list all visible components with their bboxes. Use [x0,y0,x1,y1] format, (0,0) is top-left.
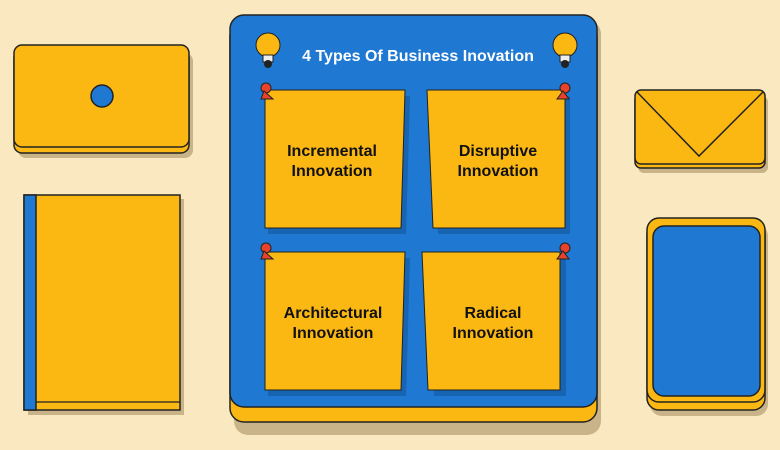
lightbulb-icon [255,32,281,68]
book-icon [23,194,184,415]
tablet-icon [13,44,193,158]
note-subtitle: Innovation [293,325,374,342]
note-disruptive: Disruptive Innovation [426,89,570,234]
board-title: 4 Types Of Business Inovation [302,48,534,65]
note-radical: Radical Innovation [421,251,566,396]
lightbulb-icon [552,32,578,68]
note-subtitle: Innovation [292,163,373,180]
note-architectural: Architectural Innovation [264,251,410,396]
note-subtitle: Innovation [453,325,534,342]
note-incremental: Incremental Innovation [264,89,410,234]
note-subtitle: Innovation [458,163,539,180]
phone-icon [646,217,768,416]
note-title: Architectural [284,305,383,322]
pushpin-icon [260,82,275,100]
envelope-icon [634,89,768,173]
pushpin-icon [556,82,571,100]
pushpin-icon [556,242,571,260]
note-title: Incremental [287,143,377,160]
note-title: Disruptive [459,143,537,160]
pushpin-icon [260,242,275,260]
note-title: Radical [465,305,522,322]
